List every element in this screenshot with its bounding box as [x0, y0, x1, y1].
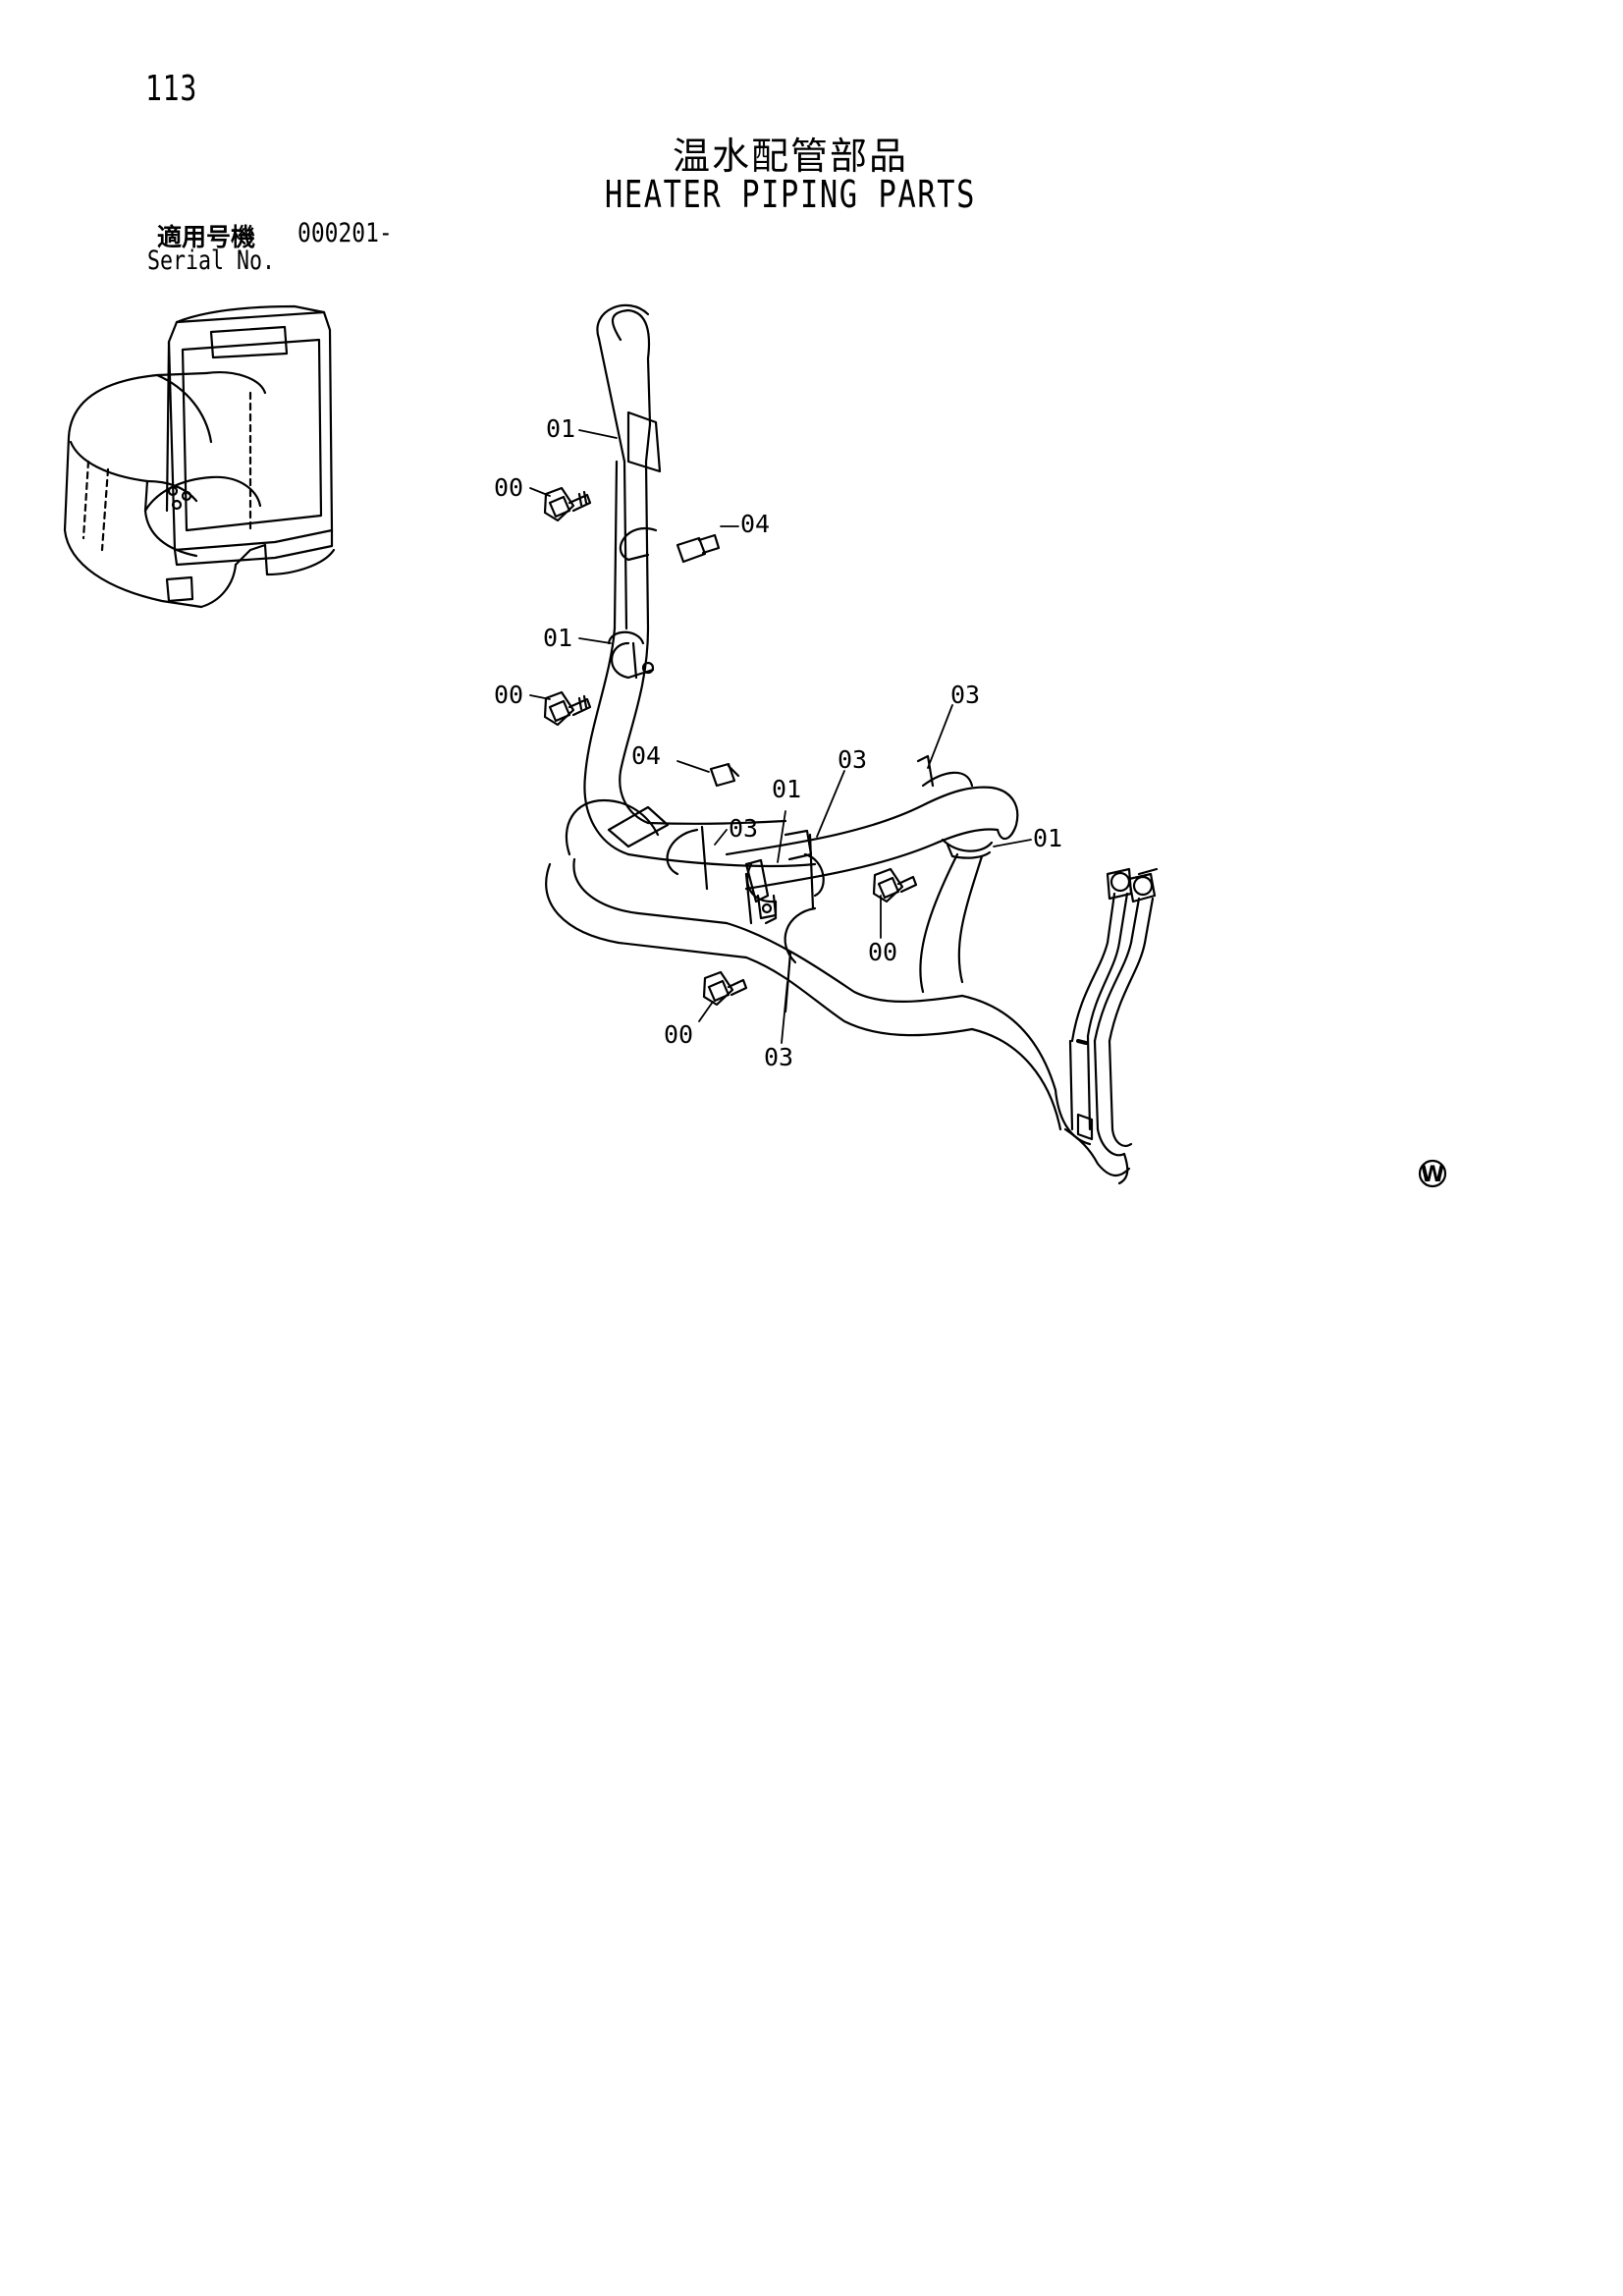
callout-labels: 01 00 04 01 00 03 04 03 01 03 01 00 00 0… — [494, 414, 1062, 1071]
circled-w-letter: W — [1421, 1163, 1444, 1187]
serial-label-japanese: 適用号機 — [157, 223, 256, 251]
serial-number-value: 000201- — [298, 218, 393, 248]
callout-01-middle: 01 — [543, 624, 572, 652]
page-title-japanese: 温水配管部品 — [672, 135, 908, 178]
machine-location-thumbnail — [63, 304, 336, 609]
callout-04-upper: 04 — [740, 510, 770, 538]
serial-label-english: Serial No. — [147, 246, 276, 276]
callout-01-center: 01 — [772, 775, 801, 803]
leader-lines — [529, 429, 1032, 1044]
callout-00-upper: 00 — [494, 473, 523, 502]
page-title-english: HEATER PIPING PARTS — [604, 173, 977, 216]
heater-hose-assembly — [543, 303, 1159, 1185]
page-number: 113 — [145, 69, 198, 109]
callout-00-lower: 00 — [664, 1020, 693, 1049]
callout-03-lower: 03 — [764, 1043, 793, 1071]
callout-01-upper: 01 — [546, 414, 575, 443]
callout-01-right: 01 — [1033, 824, 1062, 852]
circled-w-mark: W — [1418, 1159, 1447, 1188]
callout-00-middle: 00 — [494, 681, 523, 709]
callout-03-center: 03 — [838, 745, 867, 774]
callout-03-left: 03 — [729, 814, 758, 843]
callout-04-lower: 04 — [631, 741, 661, 770]
callout-03-right-top: 03 — [950, 681, 980, 709]
callout-00-right: 00 — [868, 938, 897, 966]
